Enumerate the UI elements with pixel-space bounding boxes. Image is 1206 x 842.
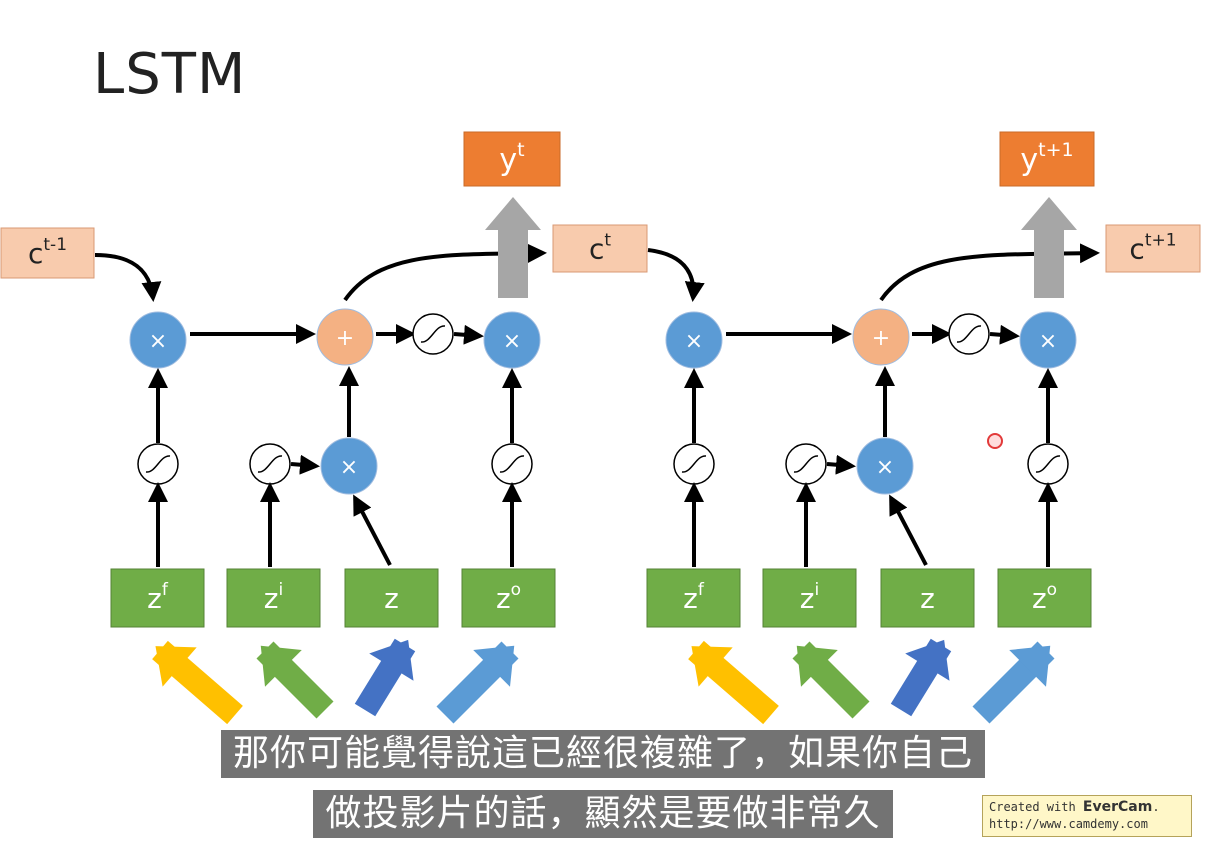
cell1-output-multiply-gate-symbol: ×	[503, 329, 521, 354]
cell2-input-box-2	[762, 568, 857, 628]
cell1-cell-activation-sigma-curve	[420, 325, 446, 343]
cell2-output-sigma-curve	[1035, 455, 1061, 473]
cell1-output-box-label: yt	[499, 139, 524, 178]
watermark-prefix: Created with	[989, 800, 1083, 814]
cell2-output-arrow-head	[1021, 197, 1077, 230]
cell2-input-flow-arrow-3-head	[905, 639, 950, 681]
cell2-input-sigma-arrow	[826, 454, 856, 475]
cell2-input-flow-arrow-2-head	[796, 645, 838, 687]
cell1-output-arrow-shaft	[498, 228, 528, 298]
evercam-watermark: Created with EverCam. http://www.camdemy…	[982, 795, 1192, 837]
cell2-input-sigma-curve	[793, 455, 819, 473]
cell2-new-memory-box	[1105, 224, 1201, 273]
cell1-add-gate-symbol: +	[336, 326, 354, 351]
cell1-prev-memory-box	[0, 227, 95, 279]
cell1-input-flow-arrow-4-head	[473, 645, 515, 687]
cell2-input-multiply-gate	[856, 437, 914, 495]
cell1-input-box-1	[110, 568, 205, 628]
cell1-output-sigma-curve	[499, 455, 525, 473]
subtitle-line-2-row: 做投影片的話，顯然是要做非常久	[0, 790, 1206, 838]
cell1-input-flow-arrow-1-head	[155, 646, 197, 687]
cell1-output-box	[463, 131, 561, 187]
cell1-input-multiply-gate	[320, 437, 378, 495]
cell1-z-arrow	[353, 494, 392, 566]
cell2-cell-activation-sigma-curve	[956, 325, 982, 343]
cell1-input-box-3-label: z	[384, 582, 399, 615]
cell2-forget-multiply-gate-symbol: ×	[685, 329, 703, 354]
laser-pointer-dot	[987, 433, 1003, 449]
cell2-input-box-4-label: zo	[1032, 580, 1057, 615]
cell2-tanh-to-output-arrow	[989, 324, 1020, 345]
cell1-input-box-3	[344, 568, 439, 628]
watermark-url: http://www.camdemy.com	[989, 817, 1148, 831]
subtitle-line-1-row: 那你可能覺得說這已經很複雜了，如果你自己	[0, 730, 1206, 778]
cell1-add-gate	[316, 308, 374, 366]
cell1-forget-sigma-curve	[145, 455, 171, 473]
cell2-input-box-1	[646, 568, 741, 628]
cell2-z-arrow	[889, 494, 928, 566]
cell1-input-box-1-label: zf	[147, 580, 169, 615]
cell1-forget-multiply-gate-symbol: ×	[149, 329, 167, 354]
cell1-input-box-4-label: zo	[496, 580, 521, 615]
cell2-forget-sigma-curve	[681, 455, 707, 473]
cell1-prev-memory-arrow	[94, 253, 162, 302]
cell2-prev-memory-arrow	[647, 248, 705, 302]
cell2-add-gate	[852, 308, 910, 366]
cell1-input-box-2-label: zi	[264, 580, 283, 615]
cell1-input-flow-arrow-2-head	[260, 645, 302, 687]
cell2-input-box-1-label: zf	[683, 580, 705, 615]
cell2-output-arrow-shaft	[1034, 228, 1064, 298]
cell2-output-box	[999, 131, 1095, 187]
cell2-input-box-2-label: zi	[800, 580, 819, 615]
cell1-tanh-to-output-arrow	[453, 324, 484, 345]
cell2-input-box-4	[997, 568, 1092, 628]
cell2-input-multiply-gate-symbol: ×	[876, 455, 894, 480]
cell1-input-box-2	[226, 568, 321, 628]
cell2-add-gate-symbol: +	[872, 326, 890, 351]
cell1-new-memory-box	[552, 224, 648, 273]
cell2-output-multiply-gate-symbol: ×	[1039, 329, 1057, 354]
subtitle-line-1: 那你可能覺得說這已經很複雜了，如果你自己	[220, 730, 985, 778]
cell2-input-box-3	[880, 568, 975, 628]
cell2-input-flow-arrow-1-head	[691, 646, 733, 687]
cell1-input-box-4	[461, 568, 556, 628]
watermark-brand: EverCam	[1082, 799, 1153, 815]
cell2-input-box-3-label: z	[920, 582, 935, 615]
cell1-input-sigma-arrow	[290, 454, 320, 475]
cell1-input-flow-arrow-3-head	[369, 639, 414, 681]
cell2-input-flow-arrow-4-head	[1009, 645, 1051, 687]
cell2-new-memory-box-label: ct+1	[1129, 231, 1176, 266]
cell1-output-arrow-head	[485, 197, 541, 230]
cell1-new-memory-box-label: ct	[589, 231, 611, 266]
cell1-input-multiply-gate-symbol: ×	[340, 455, 358, 480]
cell1-prev-memory-box-label: ct-1	[28, 235, 67, 270]
slide-title: LSTM	[93, 42, 247, 107]
subtitle-line-2: 做投影片的話，顯然是要做非常久	[313, 790, 893, 838]
cell1-input-sigma-curve	[257, 455, 283, 473]
watermark-suffix: .	[1152, 800, 1160, 814]
cell2-output-box-label: yt+1	[1020, 139, 1073, 178]
